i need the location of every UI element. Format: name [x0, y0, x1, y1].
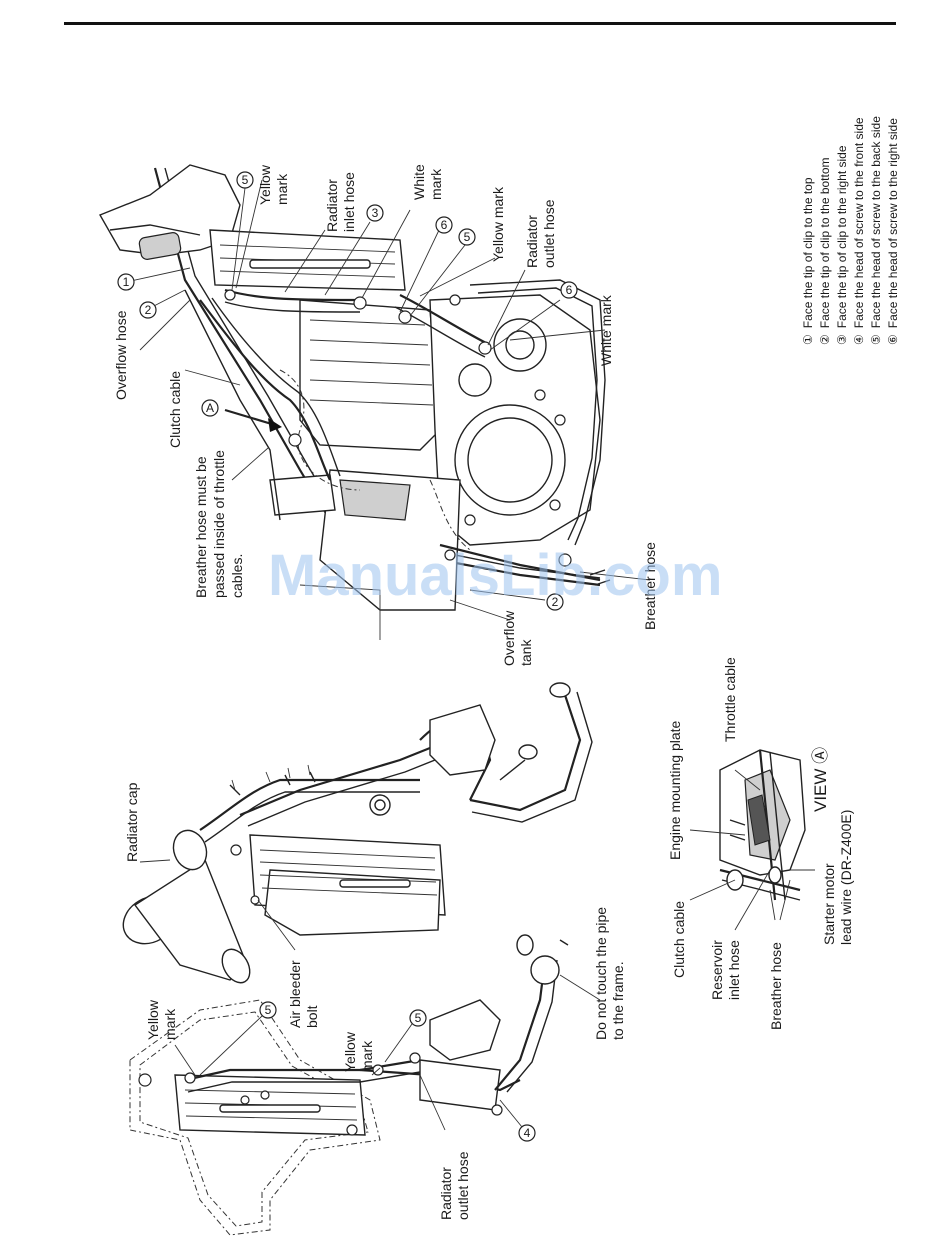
svg-text:5: 5 — [415, 1011, 422, 1025]
label-overflow: Overflow — [501, 610, 517, 666]
callout-1 — [117, 273, 135, 291]
label-bolt: bolt — [304, 1005, 320, 1028]
svg-text:2: 2 — [552, 595, 559, 609]
top-labels: Overflow hose Clutch cable Breather hose… — [113, 164, 658, 666]
label-air-bleeder: Air bleeder — [287, 960, 303, 1028]
label-white-mark: White mark — [598, 294, 614, 366]
label-mark-bottom-2: mark — [359, 1040, 375, 1072]
label-reservoir: Reservoir — [709, 940, 725, 1000]
callout-5 — [259, 1001, 277, 1019]
label-clutch-cable-view: Clutch cable — [671, 901, 687, 978]
view-a-marker — [201, 399, 219, 417]
legend-item-3: ③Face the tip of clip to the right side — [835, 145, 849, 345]
radiator-assembly-bottom-drawing — [129, 934, 569, 1236]
header-rule — [64, 22, 896, 25]
radiator-assembly-middle-drawing — [122, 682, 593, 984]
legend-item-1: ①Face the tip of clip to the top — [801, 177, 815, 345]
svg-text:6: 6 — [441, 218, 448, 232]
callout-5 — [236, 171, 254, 189]
callout-6 — [560, 281, 578, 299]
label-view-a: VIEW Ⓐ — [811, 747, 830, 812]
label-inlet-hose: inlet hose — [341, 172, 357, 232]
label-yellow-bottom: Yellow — [145, 999, 161, 1040]
label-breather-note-3: cables. — [229, 554, 245, 598]
legend-item-5: ⑤Face the head of screw to the back side — [869, 116, 883, 345]
label-yellow: Yellow — [257, 164, 273, 205]
label-radiator-2: Radiator — [524, 215, 540, 268]
label-radiator-bottom: Radiator — [438, 1167, 454, 1220]
callout-6 — [435, 216, 453, 234]
svg-text:A: A — [206, 401, 214, 415]
label-breather-hose: Breather hose — [642, 542, 658, 630]
label-tank: tank — [518, 639, 534, 666]
engine-assembly-top-drawing — [98, 164, 611, 640]
view-a-detail-drawing — [689, 749, 815, 931]
label-yellow-bottom-2: Yellow — [342, 1031, 358, 1072]
svg-text:5: 5 — [464, 230, 471, 244]
svg-text:2: 2 — [145, 303, 152, 317]
label-radiator-cap: Radiator cap — [124, 782, 140, 862]
label-do-not-touch-1: Do not touch the pipe — [593, 907, 609, 1040]
svg-text:5: 5 — [242, 173, 249, 187]
label-yellow-mark: Yellow mark — [490, 186, 506, 262]
label-mark-bottom: mark — [162, 1008, 178, 1040]
watermark: ManualsLib.com — [268, 543, 722, 608]
label-clutch-cable: Clutch cable — [167, 371, 183, 448]
callout-3 — [366, 204, 384, 222]
svg-text:1: 1 — [123, 275, 130, 289]
label-lead-wire: lead wire (DR-Z400E) — [838, 810, 854, 945]
bottom-labels: Yellow mark 5 Yellow mark 5 Radiator out… — [145, 974, 601, 1220]
label-mark: mark — [274, 173, 290, 205]
callout-2 — [546, 593, 564, 611]
label-outlet-hose: outlet hose — [541, 199, 557, 268]
label-engine-mounting-plate: Engine mounting plate — [667, 720, 683, 860]
label-overflow-hose: Overflow hose — [113, 310, 129, 400]
callout-4 — [518, 1124, 536, 1142]
svg-text:5: 5 — [265, 1003, 272, 1017]
label-white: White — [411, 164, 427, 200]
label-breather-note-2: passed inside of throttle — [211, 450, 227, 598]
legend-item-2: ②Face the tip of clip to the bottom — [818, 157, 832, 345]
callout-5 — [409, 1009, 427, 1027]
label-outlet-hose-bottom: outlet hose — [455, 1151, 471, 1220]
callout-5 — [458, 228, 476, 246]
label-radiator: Radiator — [324, 179, 340, 232]
view-a-labels: Engine mounting plate Throttle cable Clu… — [667, 657, 854, 1030]
label-do-not-touch-2: to the frame. — [610, 961, 626, 1040]
top-leader-lines — [125, 179, 651, 621]
legend: ①Face the tip of clip to the top ②Face t… — [801, 116, 900, 345]
label-starter-motor: Starter motor — [821, 863, 837, 945]
label-inlet-hose-view: inlet hose — [726, 940, 742, 1000]
svg-text:6: 6 — [566, 283, 573, 297]
svg-text:3: 3 — [372, 206, 379, 220]
legend-item-4: ④Face the head of screw to the front sid… — [852, 117, 866, 345]
svg-text:4: 4 — [524, 1126, 531, 1140]
label-throttle-cable: Throttle cable — [722, 657, 738, 742]
label-breather-hose-view: Breather hose — [768, 942, 784, 1030]
callout-2 — [139, 301, 157, 319]
label-mark-2: mark — [428, 168, 444, 200]
label-breather-note-1: Breather hose must be — [193, 456, 209, 598]
legend-item-6: ⑥Face the head of screw to the right sid… — [886, 118, 900, 345]
middle-labels: Radiator cap Air bleeder bolt Do not tou… — [124, 782, 626, 1040]
top-callouts: 1 2 5 3 6 5 6 A 2 — [117, 171, 578, 611]
